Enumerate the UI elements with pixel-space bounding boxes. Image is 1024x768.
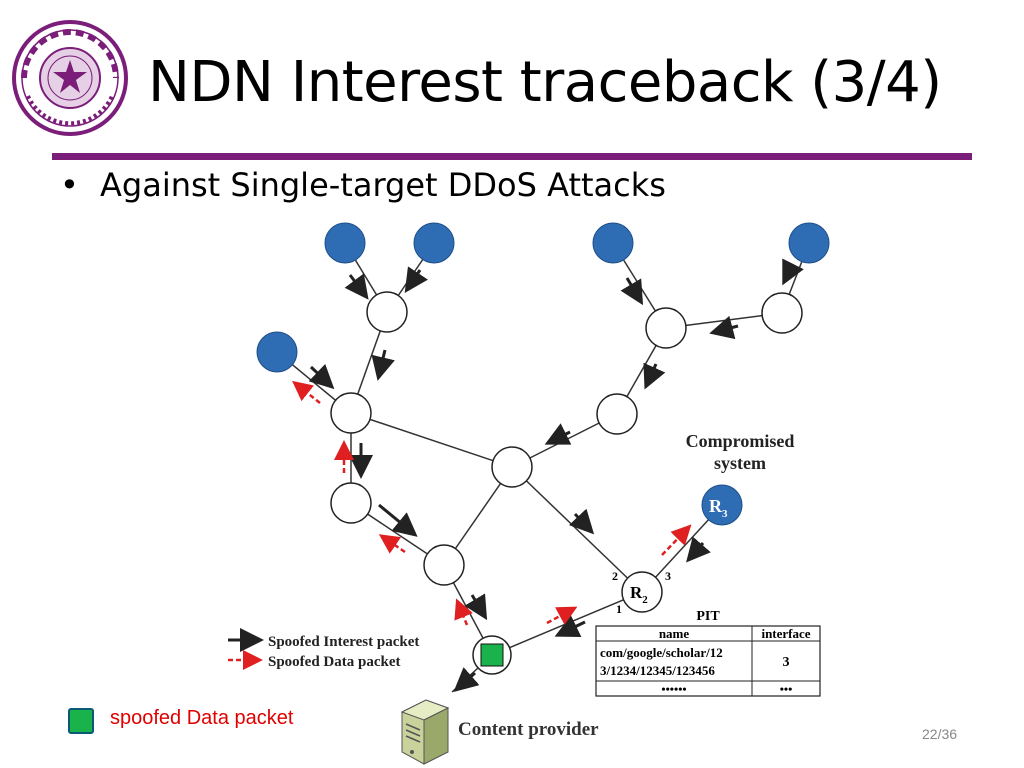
compromised-label-line2: system xyxy=(714,453,766,473)
spoofed-interest-arrows xyxy=(308,258,804,692)
pit-title: PIT xyxy=(696,609,720,624)
pit-header-interface: interface xyxy=(761,626,810,641)
router-node xyxy=(330,392,372,434)
router-node xyxy=(330,482,372,524)
diagram-legend: Spoofed Interest packet Spoofed Data pac… xyxy=(228,628,419,670)
attacker-node xyxy=(324,222,366,264)
port-3-label: 3 xyxy=(665,569,671,583)
legend-data-label: Spoofed Data packet xyxy=(268,654,401,670)
router-nodes xyxy=(330,291,803,613)
router-node xyxy=(491,446,533,488)
pit-row2-interface: ••• xyxy=(780,682,793,696)
title-divider xyxy=(52,153,972,160)
port-2-label: 2 xyxy=(612,569,618,583)
attacker-node xyxy=(592,222,634,264)
pit-row2-name: •••••• xyxy=(661,682,686,696)
bullet-text: Against Single-target DDoS Attacks xyxy=(100,166,666,204)
router-node xyxy=(596,393,638,435)
attacker-node xyxy=(256,331,298,373)
pit-row1-name: com/google/scholar/12 xyxy=(600,645,723,660)
server-icon xyxy=(400,699,450,765)
spoofed-data-packet-icon xyxy=(480,643,504,667)
attacker-node xyxy=(413,222,455,264)
r2-label: R2 xyxy=(630,583,648,606)
slide-title: NDN Interest traceback (3/4) xyxy=(148,50,942,115)
port-1-label: 1 xyxy=(616,602,622,616)
bullet-icon: • xyxy=(60,166,79,204)
legend-interest-label: Spoofed Interest packet xyxy=(268,634,419,650)
pit-row1-interface: 3 xyxy=(783,655,790,670)
r3-label: R3 xyxy=(709,496,728,520)
router-node xyxy=(423,544,465,586)
router-node xyxy=(761,292,803,334)
attacker-node xyxy=(788,222,830,264)
compromised-label: Compromised xyxy=(686,431,795,451)
tsinghua-logo-icon xyxy=(12,20,128,136)
router-node xyxy=(366,291,408,333)
router-node xyxy=(645,307,687,349)
bullet-item: • Against Single-target DDoS Attacks xyxy=(60,166,666,204)
attacker-nodes xyxy=(256,222,830,373)
router-r3-node xyxy=(701,484,743,526)
pit-header-name: name xyxy=(659,626,690,641)
content-provider-label: Content provider xyxy=(458,719,599,740)
pit-table: PIT name interface com/google/scholar/12… xyxy=(595,609,821,697)
spoofed-data-legend-icon xyxy=(68,708,94,734)
router-r2-node xyxy=(621,571,663,613)
pit-row1-name-line2: 3/1234/12345/123456 xyxy=(600,663,715,678)
page-number: 22/36 xyxy=(922,726,958,742)
spoofed-data-legend-label: spoofed Data packet xyxy=(110,707,294,729)
spoofed-data-arrows xyxy=(292,380,692,626)
